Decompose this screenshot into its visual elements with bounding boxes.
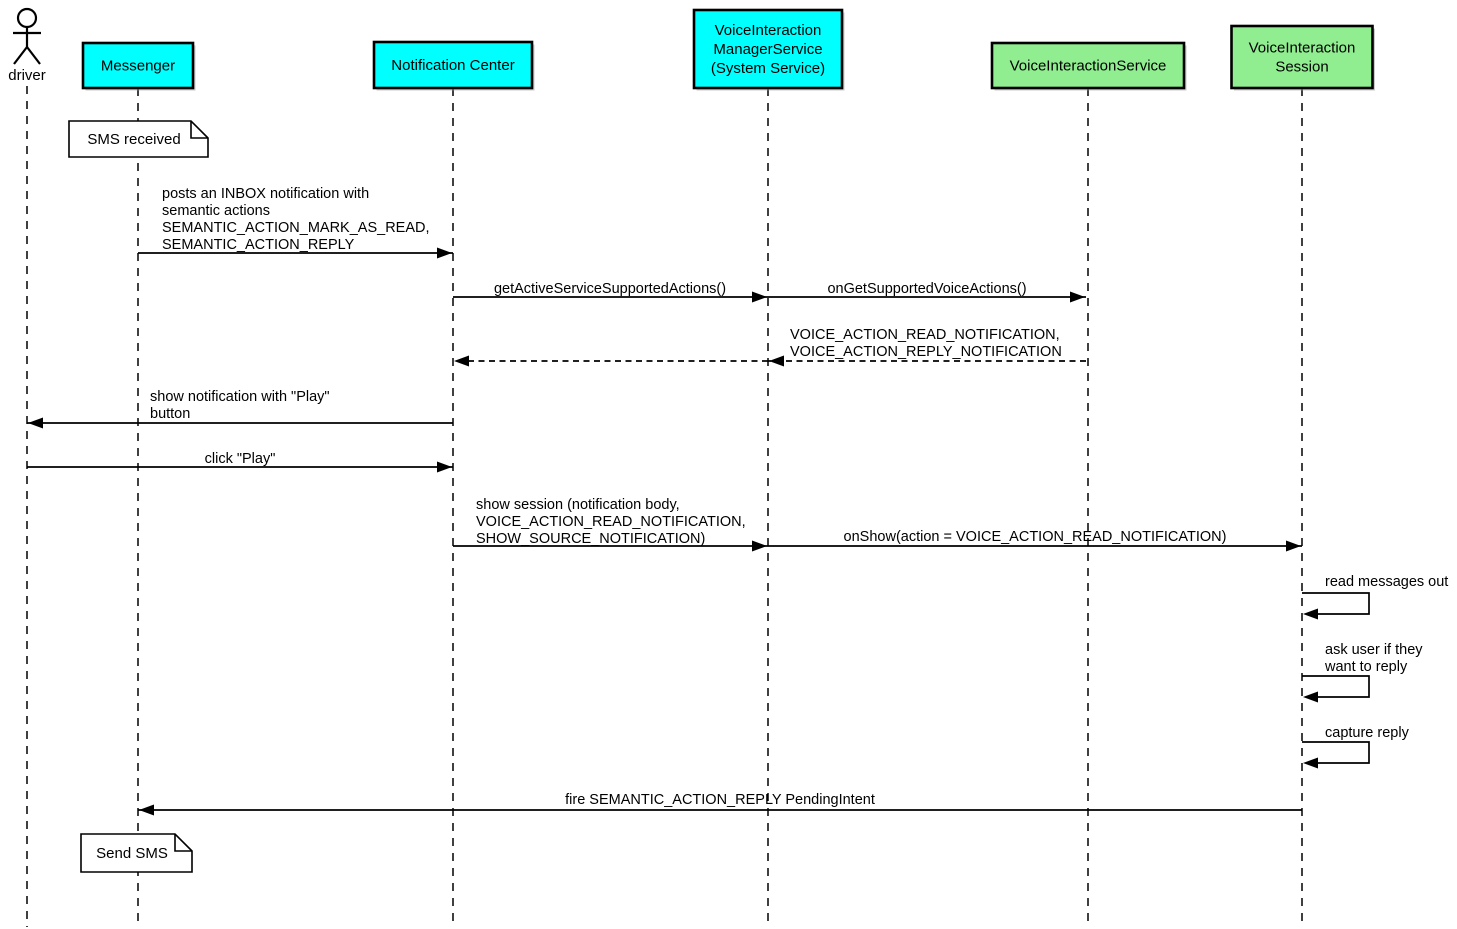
arrowhead xyxy=(1286,540,1301,552)
self-message-label: capture reply xyxy=(1325,725,1410,741)
arrowhead xyxy=(1303,691,1318,703)
message-label: onGetSupportedVoiceActions() xyxy=(827,281,1026,297)
self-read-messages-out: read messages out xyxy=(1302,574,1448,620)
participant-label-messenger: Messenger xyxy=(101,58,175,75)
participant-voice-interaction-service: VoiceInteractionService xyxy=(990,41,1187,91)
note-label: SMS received xyxy=(87,131,180,148)
arrowhead xyxy=(1303,757,1318,769)
participant-label-driver: driver xyxy=(8,67,46,84)
message-label: click "Play" xyxy=(205,451,276,467)
self-message-label: read messages out xyxy=(1325,574,1448,590)
message-label: show notification with "Play"button xyxy=(150,389,330,422)
arrowhead xyxy=(139,804,154,816)
msg-return-to-notification-center xyxy=(453,355,768,367)
note-body xyxy=(80,833,193,873)
participant-label-notification-center: Notification Center xyxy=(391,57,514,74)
note-label: Send SMS xyxy=(96,845,168,862)
msg-show-session: show session (notification body,VOICE_AC… xyxy=(453,497,768,552)
note-body xyxy=(68,120,209,158)
arrowhead xyxy=(1303,608,1318,620)
participant-box-voice-interaction-service xyxy=(990,41,1186,90)
arrowhead xyxy=(28,417,43,429)
note-sms-received: SMS received xyxy=(68,120,209,158)
participant-notification-center: Notification Center xyxy=(372,40,535,91)
participant-label-voice-interaction-service: VoiceInteractionService xyxy=(1010,58,1167,75)
participant-box-notification-center xyxy=(372,40,534,90)
participant-box-voice-interaction-session xyxy=(1230,24,1374,90)
message-label: onShow(action = VOICE_ACTION_READ_NOTIFI… xyxy=(844,529,1227,545)
arrowhead xyxy=(769,355,784,367)
participant-messenger: Messenger xyxy=(81,41,196,91)
self-message-line xyxy=(1302,675,1370,698)
participant-driver: driver xyxy=(8,7,46,84)
participant-box-voice-interaction-manager-service xyxy=(692,8,844,90)
msg-on-show: onShow(action = VOICE_ACTION_READ_NOTIFI… xyxy=(768,529,1302,552)
arrowhead xyxy=(1070,291,1085,303)
self-message-line xyxy=(1302,592,1370,615)
self-capture-reply: capture reply xyxy=(1302,725,1410,769)
arrowhead xyxy=(437,247,452,259)
message-label: VOICE_ACTION_READ_NOTIFICATION,VOICE_ACT… xyxy=(790,327,1062,360)
note-send-sms: Send SMS xyxy=(80,833,193,873)
msg-return-voice-actions: VOICE_ACTION_READ_NOTIFICATION,VOICE_ACT… xyxy=(768,327,1086,367)
msg-fire-pending-intent: fire SEMANTIC_ACTION_REPLY PendingIntent xyxy=(138,792,1302,816)
msg-click-play: click "Play" xyxy=(27,451,453,473)
self-message-line xyxy=(1302,741,1370,764)
msg-on-get-supported-voice-actions: onGetSupportedVoiceActions() xyxy=(768,281,1086,303)
arrowhead xyxy=(454,355,469,367)
msg-get-active-service-supported-actions: getActiveServiceSupportedActions() xyxy=(453,281,768,303)
note-fold-icon xyxy=(174,834,192,852)
note-fold-icon xyxy=(190,121,208,139)
participant-box-messenger xyxy=(81,41,195,90)
arrowhead xyxy=(752,291,767,303)
msg-show-notification-play: show notification with "Play"button xyxy=(27,389,453,429)
message-label: show session (notification body,VOICE_AC… xyxy=(476,497,746,547)
arrowhead xyxy=(752,540,767,552)
actor-icon xyxy=(13,7,41,65)
arrowhead xyxy=(437,461,452,473)
message-label: getActiveServiceSupportedActions() xyxy=(494,281,726,297)
message-label: fire SEMANTIC_ACTION_REPLY PendingIntent xyxy=(565,792,875,808)
